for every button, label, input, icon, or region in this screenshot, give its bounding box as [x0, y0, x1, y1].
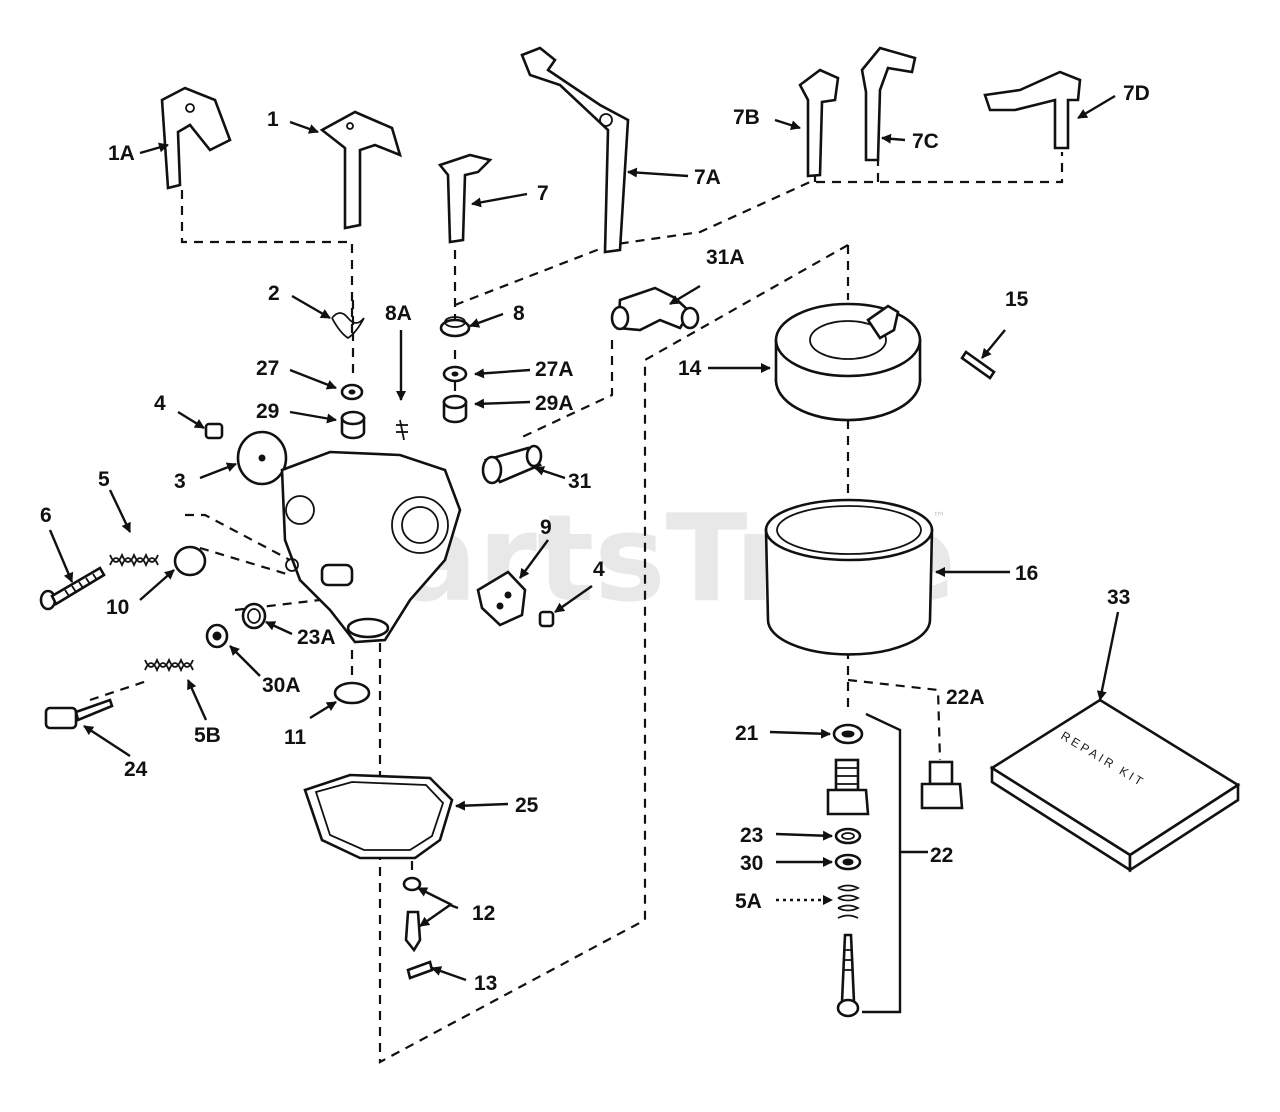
part-7A-lever	[520, 46, 630, 254]
part-29A-bushing	[442, 394, 468, 424]
callout-4-upper: 4	[154, 392, 166, 415]
part-7-shaft	[437, 153, 493, 244]
part-12-inlet-needle	[402, 876, 422, 953]
callout-31: 31	[568, 470, 592, 493]
callout-7B: 7B	[733, 106, 760, 129]
part-22A-bowl-nut	[920, 760, 964, 810]
callout-10: 10	[106, 596, 129, 619]
callout-5B: 5B	[194, 724, 221, 747]
callout-16: 16	[1015, 562, 1038, 585]
callout-3: 3	[174, 470, 186, 493]
callout-1A: 1A	[108, 142, 135, 165]
part-29-bushing	[340, 410, 366, 440]
part-7B-shaft	[798, 68, 840, 178]
callout-31A: 31A	[706, 246, 745, 269]
part-11-plug	[333, 681, 371, 705]
part-9-plate	[476, 570, 527, 627]
callout-9: 9	[540, 516, 552, 539]
callout-22: 22	[930, 844, 953, 867]
part-23-washer	[834, 827, 862, 845]
callout-labels: 1A 1 7 7A 7B 7C 7D 2 8A 8 31A 15 14 27 2…	[40, 82, 1150, 995]
part-7D-shaft	[983, 70, 1082, 150]
part-8-spring	[439, 316, 471, 338]
callout-11: 11	[284, 726, 307, 749]
part-5A-spring	[837, 884, 861, 919]
part-27-washer	[340, 383, 364, 401]
callout-22A: 22A	[946, 686, 985, 709]
callout-30: 30	[740, 852, 763, 875]
callout-1: 1	[267, 108, 279, 131]
callout-5A: 5A	[735, 890, 762, 913]
part-25-gasket	[303, 773, 454, 860]
part-31-fitting	[481, 444, 543, 485]
callout-23A: 23A	[297, 626, 336, 649]
part-30-washer	[834, 853, 862, 871]
callout-13: 13	[474, 972, 497, 995]
part-1-shaft	[319, 110, 403, 230]
callout-2: 2	[268, 282, 280, 305]
callout-30A: 30A	[262, 674, 301, 697]
part-4-screw-lower	[538, 610, 555, 628]
part-33-repair-kit: REPAIR KIT	[989, 698, 1241, 873]
callout-29A: 29A	[535, 392, 574, 415]
part-2-spring	[331, 312, 365, 340]
part-16-float-bowl	[764, 498, 934, 656]
part-5-spring	[109, 552, 159, 568]
callout-27A: 27A	[535, 358, 574, 381]
part-10-plug	[173, 545, 207, 577]
callout-8: 8	[513, 302, 525, 325]
callout-29: 29	[256, 400, 279, 423]
part-mixture-needle	[836, 933, 860, 1018]
part-27A-washer	[442, 365, 468, 383]
part-6-screw	[39, 566, 106, 611]
callout-4-lower: 4	[593, 558, 605, 581]
callout-5: 5	[98, 468, 110, 491]
part-24-needle-screw	[44, 698, 114, 730]
parts: REPAIR KIT	[39, 46, 1241, 1018]
callout-15: 15	[1005, 288, 1029, 311]
leader-arrows	[48, 94, 1120, 1014]
callout-7C: 7C	[912, 130, 939, 153]
part-5B-spring	[144, 657, 194, 673]
part-15-float-pin	[960, 350, 996, 380]
part-4-screw	[204, 422, 224, 440]
callout-27: 27	[256, 357, 279, 380]
callout-6: 6	[40, 504, 52, 527]
callout-21: 21	[735, 722, 759, 745]
callout-7: 7	[537, 182, 549, 205]
part-14-float	[774, 302, 922, 422]
callout-8A: 8A	[385, 302, 412, 325]
part-22-bowl-nut	[826, 758, 870, 816]
part-8A-pin	[396, 419, 408, 441]
part-carburetor-body	[280, 450, 462, 644]
part-7C-shaft	[860, 46, 917, 162]
part-30A-washer	[205, 623, 229, 649]
callout-23: 23	[740, 824, 763, 847]
callout-7A: 7A	[694, 166, 721, 189]
part-3-plate	[236, 430, 288, 486]
part-13-clip	[406, 960, 434, 980]
part-23A-washer	[241, 602, 267, 630]
callout-14: 14	[678, 357, 702, 380]
callout-12: 12	[472, 902, 495, 925]
callout-33: 33	[1107, 586, 1130, 609]
part-1A-throttle-shaft	[160, 86, 232, 190]
callout-25: 25	[515, 794, 539, 817]
watermark-trademark: ™	[932, 510, 946, 526]
callout-7D: 7D	[1123, 82, 1150, 105]
part-21-washer	[832, 723, 864, 745]
callout-24: 24	[124, 758, 148, 781]
